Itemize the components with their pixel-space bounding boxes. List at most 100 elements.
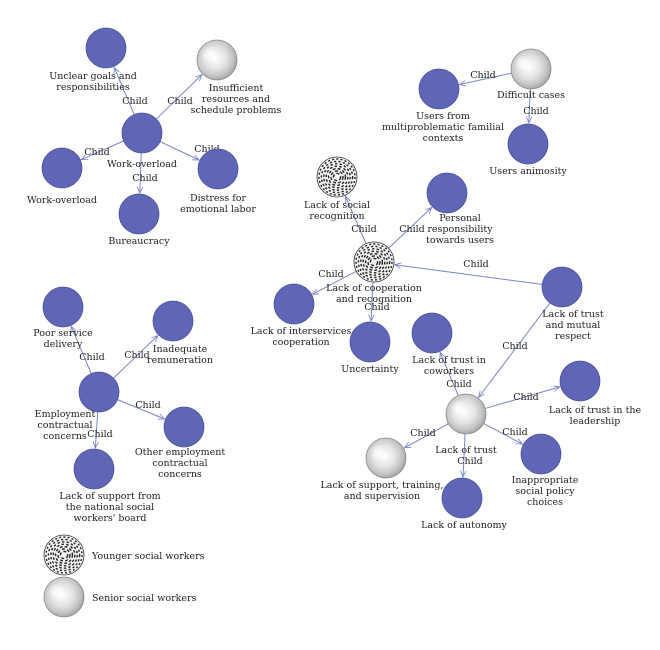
node-label: Users from [416, 111, 470, 122]
edge-lack_trust_mutual-to-lack_cooperation_recognition [395, 265, 543, 285]
node-label: Difficult cases [497, 90, 565, 101]
node-label: social policy [515, 486, 575, 497]
node-work-overload-hub: Work-overload [107, 112, 177, 170]
edge-work_overload_hub-to-work_overload_leaf [81, 140, 124, 160]
edge-lack_cooperation_recognition-to-uncertainty [371, 281, 373, 321]
node-label: Insufficient [209, 83, 264, 94]
edge-employment_concerns-to-other_employment [117, 399, 164, 419]
node-label: Unclear goals and [49, 71, 137, 82]
node-label: Users animosity [489, 166, 567, 177]
edge-label: Child [410, 428, 436, 439]
edge-label: Child [167, 96, 193, 107]
node-label: contexts [423, 133, 464, 144]
node-label: workers' board [74, 513, 147, 524]
node-label: leadership [570, 416, 621, 427]
node-label: Other employment [135, 447, 225, 458]
edge-label: Child [364, 302, 390, 313]
node-label: Work-overload [107, 159, 177, 170]
node-label: respect [555, 331, 591, 342]
node-lack-support-training: Lack of support, training,and supervisio… [320, 437, 444, 502]
edge-label: Child [523, 106, 549, 117]
edge-employment_concerns-to-inadequate_remuneration [113, 336, 157, 379]
legend: Younger social workers Senior social wor… [43, 534, 205, 618]
node-uncertainty: Uncertainty [341, 321, 399, 375]
edge-label: Child [124, 350, 150, 361]
node-lack-autonomy: Lack of autonomy [421, 477, 508, 531]
younger-symbol-icon [43, 534, 85, 576]
node-label: and recognition [336, 294, 412, 305]
edge-label: Child [135, 400, 161, 411]
node-label: Lack of cooperation [326, 283, 422, 294]
node-label: recognition [309, 211, 364, 222]
legend-younger-label: Younger social workers [91, 551, 205, 562]
edge-lack_trust-to-lack_support_training [404, 423, 449, 448]
node-label: Employment [35, 409, 96, 420]
legend-senior-label: Senior social workers [92, 593, 197, 604]
node-label: Lack of support from [59, 491, 160, 502]
node-work-overload-leaf: Work-overload [27, 147, 97, 206]
edge-lack_cooperation_recognition-to-lack_social_recognition [345, 196, 367, 244]
edge-label: Child [84, 147, 110, 158]
edge-employment_concerns-to-lack_support_board [95, 411, 97, 448]
senior-symbol-icon [43, 576, 85, 618]
node-difficult-cases: Difficult cases [497, 48, 565, 101]
node-bureaucracy: Bureaucracy [108, 193, 170, 247]
node-label: delivery [44, 339, 83, 350]
node-label: contractual [152, 458, 207, 469]
node-label: choices [527, 497, 563, 508]
edge-label: Child [194, 144, 220, 155]
node-label: and supervision [344, 491, 420, 502]
edge-lack_trust-to-lack_trust_leadership [485, 387, 560, 409]
edge-work_overload_hub-to-insufficient_resources [155, 75, 202, 120]
node-lack-trust: Lack of trust [435, 393, 497, 456]
node-label: Lack of trust [542, 309, 604, 320]
node-label: Personal [439, 213, 481, 224]
edge-label: Child [463, 259, 489, 270]
node-label: towards users [426, 235, 494, 246]
edge-label: Child [446, 379, 472, 390]
node-label: Lack of trust in the [549, 405, 642, 416]
node-label: Lack of trust in [412, 355, 486, 366]
node-users-animosity: Users animosity [489, 123, 567, 177]
edge-work_overload_hub-to-distress [159, 141, 199, 161]
edge-label: Child [132, 173, 158, 184]
edge-label: Child [318, 269, 344, 280]
edge-lack_trust-to-lack_autonomy [463, 433, 465, 477]
node-label: responsibility [427, 224, 493, 235]
node-label: Lack of trust [435, 445, 497, 456]
edge-label: Child [122, 96, 148, 107]
edge-lack_cooperation_recognition-to-personal_responsibility [388, 207, 432, 249]
node-label: Uncertainty [341, 364, 399, 375]
node-label: resources and [202, 94, 270, 105]
edge-difficult_cases-to-users_multiproblematic [460, 72, 512, 84]
edge-label: Child [470, 70, 496, 81]
edge-lack_trust-to-lack_trust_coworkers [440, 352, 459, 396]
node-label: concerns [158, 469, 202, 480]
edge-label: Child [502, 341, 528, 352]
node-label: Work-overload [27, 195, 97, 206]
edge-label: Child [502, 427, 528, 438]
node-label: Inadequate [153, 344, 208, 355]
node-label: and mutual [546, 320, 601, 331]
edge-label: Child [457, 456, 483, 467]
edge-work_overload_hub-to-bureaucracy [140, 152, 141, 193]
edge-label: Child [399, 224, 425, 235]
node-label: remuneration [147, 355, 213, 366]
node-label: Bureaucracy [108, 236, 170, 247]
node-label: schedule problems [191, 105, 282, 116]
edge-difficult_cases-to-users_animosity [529, 88, 530, 123]
node-label: Lack of social [304, 200, 370, 211]
